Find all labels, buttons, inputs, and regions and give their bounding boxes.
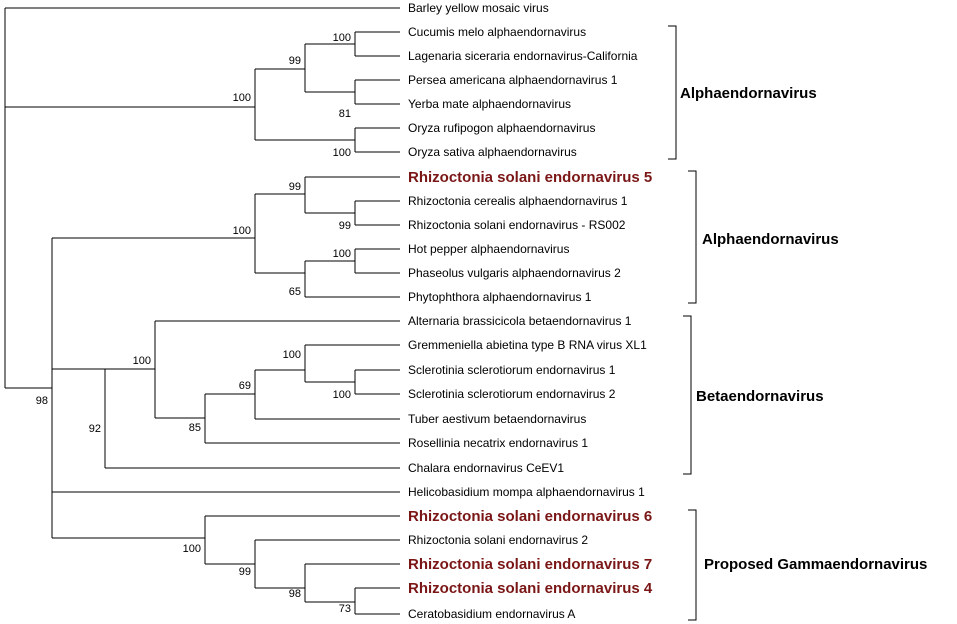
- leaf-label: Yerba mate alphaendornavirus: [408, 97, 571, 111]
- group-bracket: [688, 170, 697, 304]
- leaf-label: Rhizoctonia solani endornavirus - RS002: [408, 218, 626, 232]
- leaf-label-highlight: Rhizoctonia solani endornavirus 6: [408, 508, 652, 525]
- bootstrap-value: 100: [283, 349, 301, 361]
- bootstrap-value: 99: [289, 181, 301, 193]
- leaf-label: Oryza rufipogon alphaendornavirus: [408, 121, 595, 135]
- tree-branches: [4, 7, 400, 615]
- leaf-label: Helicobasidium mompa alphaendornavirus 1: [408, 485, 645, 499]
- leaf-label: Chalara endornavirus CeEV1: [408, 461, 564, 475]
- bootstrap-value: 100: [133, 355, 151, 367]
- bootstrap-value: 92: [89, 423, 101, 435]
- leaf-label: Tuber aestivum betaendornavirus: [408, 412, 586, 426]
- bootstrap-value: 98: [289, 588, 301, 600]
- leaf-label: Lagenaria siceraria endornavirus-Califor…: [408, 49, 638, 63]
- leaf-label: Rhizoctonia cerealis alphaendornavirus 1: [408, 194, 628, 208]
- bootstrap-value: 100: [333, 248, 351, 260]
- leaf-label: Rosellinia necatrix endornavirus 1: [408, 436, 588, 450]
- leaf-label: Cucumis melo alphaendornavirus: [408, 25, 586, 39]
- leaf-label: Oryza sativa alphaendornavirus: [408, 145, 577, 159]
- group-bracket: [688, 509, 697, 621]
- leaf-label-highlight: Rhizoctonia solani endornavirus 4: [408, 580, 653, 597]
- bootstrap-value: 73: [339, 603, 351, 615]
- leaf-label: Sclerotinia sclerotiorum endornavirus 1: [408, 363, 616, 377]
- leaf-label-highlight: Rhizoctonia solani endornavirus 5: [408, 169, 652, 186]
- bootstrap-value: 100: [333, 147, 351, 159]
- group-label-proposed-gammaendornavirus: Proposed Gammaendornavirus: [704, 556, 927, 573]
- leaf-label: Gremmeniella abietina type B RNA virus X…: [408, 338, 647, 352]
- bootstrap-value: 99: [339, 220, 351, 232]
- bootstrap-value: 100: [183, 543, 201, 555]
- bootstrap-value: 65: [289, 286, 301, 298]
- group-label-betaendornavirus: Betaendornavirus: [696, 388, 824, 405]
- leaf-labels: Barley yellow mosaic virus Cucumis melo …: [408, 1, 653, 621]
- bootstrap-value: 99: [239, 566, 251, 578]
- bootstrap-value: 98: [36, 395, 48, 407]
- bootstrap-value: 100: [333, 32, 351, 44]
- group-label-alphaendornavirus-2: Alphaendornavirus: [702, 231, 839, 248]
- leaf-label: Rhizoctonia solani endornavirus 2: [408, 533, 588, 547]
- leaf-label: Alternaria brassicicola betaendornavirus…: [408, 314, 632, 328]
- leaf-label: Phaseolus vulgaris alphaendornavirus 2: [408, 266, 621, 280]
- bootstrap-value: 100: [233, 225, 251, 237]
- leaf-label: Sclerotinia sclerotiorum endornavirus 2: [408, 387, 616, 401]
- bootstrap-value: 69: [239, 380, 251, 392]
- bootstrap-value: 100: [333, 389, 351, 401]
- bootstrap-values: 100 99 81 100 100 99 99 100 65 100 100 6…: [36, 32, 351, 615]
- leaf-label-highlight: Rhizoctonia solani endornavirus 7: [408, 556, 652, 573]
- bootstrap-value: 81: [339, 108, 351, 120]
- leaf-label: Persea americana alphaendornavirus 1: [408, 73, 618, 87]
- leaf-label: Phytophthora alphaendornavirus 1: [408, 290, 592, 304]
- leaf-label: Ceratobasidium endornavirus A: [408, 607, 575, 621]
- group-bracket: [668, 25, 677, 160]
- group-bracket: [683, 315, 692, 475]
- group-brackets: [668, 25, 697, 621]
- group-label-alphaendornavirus-1: Alphaendornavirus: [680, 85, 817, 102]
- group-labels: Alphaendornavirus Alphaendornavirus Beta…: [680, 85, 927, 573]
- bootstrap-value: 85: [189, 422, 201, 434]
- bootstrap-value: 100: [233, 92, 251, 104]
- leaf-label: Barley yellow mosaic virus: [408, 1, 549, 15]
- bootstrap-value: 99: [289, 55, 301, 67]
- leaf-label: Hot pepper alphaendornavirus: [408, 242, 569, 256]
